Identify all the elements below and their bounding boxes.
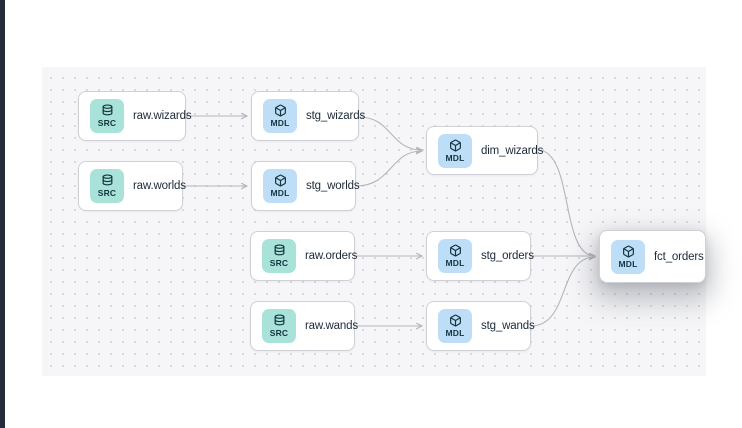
cube-icon xyxy=(449,139,462,152)
node-stg_worlds[interactable]: MDL stg_worlds xyxy=(251,161,360,211)
badge-label: SRC xyxy=(97,188,117,199)
badge-label: MDL xyxy=(618,258,638,269)
edge-stg_wizards-to-dim_wizards xyxy=(358,116,422,150)
node-label: raw.wands xyxy=(305,320,358,332)
node-type-badge: MDL xyxy=(438,239,472,273)
node-raw_wizards[interactable]: SRC raw.wizards xyxy=(78,91,192,141)
node-type-badge: SRC xyxy=(90,99,124,133)
badge-label: SRC xyxy=(269,328,289,339)
node-label: dim_wizards xyxy=(481,144,544,157)
node-type-badge: MDL xyxy=(438,133,472,168)
left-edge-strip xyxy=(0,0,5,428)
cube-icon xyxy=(274,174,287,187)
node-label: stg_worlds xyxy=(306,180,360,192)
lineage-canvas[interactable]: SRC raw.wizards SRC raw.worlds MDL stg_w… xyxy=(42,67,706,376)
node-type-badge: SRC xyxy=(262,239,296,273)
database-icon xyxy=(101,174,114,187)
badge-label: MDL xyxy=(270,118,290,129)
cube-icon xyxy=(449,244,462,257)
node-raw_wands[interactable]: SRC raw.wands xyxy=(250,301,358,351)
database-icon xyxy=(101,104,114,117)
cube-icon xyxy=(274,104,287,117)
node-label: stg_wizards xyxy=(306,110,366,122)
badge-label: SRC xyxy=(269,258,289,269)
badge-label: MDL xyxy=(445,152,465,163)
edge-dim_wizards-to-fct_orders xyxy=(537,149,595,256)
node-stg_wands[interactable]: MDL stg_wands xyxy=(426,301,535,351)
edge-stg_wands-to-fct_orders xyxy=(530,257,595,327)
node-label: raw.orders xyxy=(305,250,358,262)
edge-layer xyxy=(183,67,706,376)
node-label: fct_orders xyxy=(654,250,704,263)
node-dim_wizards[interactable]: MDL dim_wizards xyxy=(426,126,543,175)
node-type-badge: SRC xyxy=(262,309,296,343)
node-type-badge: SRC xyxy=(90,169,124,203)
node-stg_orders[interactable]: MDL stg_orders xyxy=(426,231,534,281)
node-raw_orders[interactable]: SRC raw.orders xyxy=(250,231,358,281)
node-type-badge: MDL xyxy=(438,309,472,343)
node-label: stg_orders xyxy=(481,250,534,262)
node-label: stg_wands xyxy=(481,320,535,332)
badge-label: MDL xyxy=(445,258,465,269)
node-type-badge: MDL xyxy=(263,99,297,133)
database-icon xyxy=(273,244,286,257)
badge-label: MDL xyxy=(445,328,465,339)
node-type-badge: MDL xyxy=(263,169,297,203)
node-type-badge: MDL xyxy=(611,239,645,274)
badge-label: SRC xyxy=(97,118,117,129)
cube-icon xyxy=(449,314,462,327)
edge-stg_worlds-to-dim_wizards xyxy=(355,151,422,187)
badge-label: MDL xyxy=(270,188,290,199)
node-stg_wizards[interactable]: MDL stg_wizards xyxy=(251,91,365,141)
node-label: raw.worlds xyxy=(133,180,186,192)
node-raw_worlds[interactable]: SRC raw.worlds xyxy=(78,161,186,211)
node-label: raw.wizards xyxy=(133,110,192,122)
database-icon xyxy=(273,314,286,327)
node-fct_orders[interactable]: MDL fct_orders xyxy=(599,230,706,283)
cube-icon xyxy=(622,245,635,258)
